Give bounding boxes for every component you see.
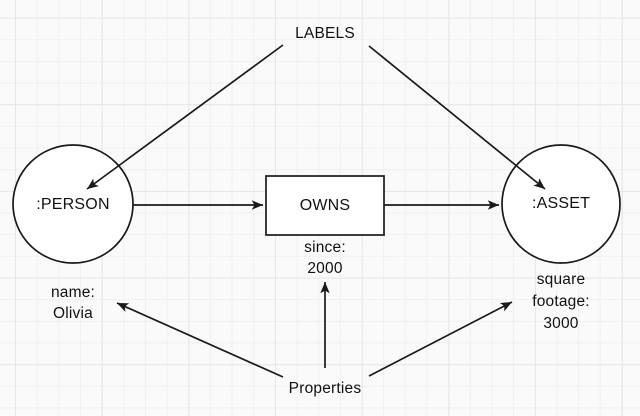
person-property-text: name: Olivia bbox=[51, 282, 95, 324]
owns-property-text: since: 2000 bbox=[304, 237, 346, 279]
asset-node-label: :ASSET bbox=[531, 195, 591, 212]
properties-to-footage-arrow bbox=[368, 301, 513, 377]
owns-relationship-box bbox=[265, 175, 385, 236]
properties-annotation: Properties bbox=[288, 380, 362, 397]
labels-to-asset-arrow bbox=[368, 45, 546, 190]
person-property-value: Olivia bbox=[53, 305, 93, 322]
labels-annotation: LABELS bbox=[295, 25, 355, 42]
person-node-circle bbox=[12, 144, 134, 264]
properties-to-name-arrow bbox=[116, 302, 284, 378]
labels-to-person-arrow bbox=[86, 44, 284, 190]
person-property-key: name: bbox=[50, 284, 96, 301]
asset-property-value: 3000 bbox=[543, 315, 579, 332]
person-node-label: :PERSON bbox=[36, 196, 110, 213]
owns-relationship-label: OWNS bbox=[299, 197, 351, 214]
asset-node-circle bbox=[501, 144, 621, 264]
owns-property-key: since: bbox=[304, 239, 346, 256]
asset-property-key-line2: footage: bbox=[532, 293, 590, 310]
asset-property-text: square footage: 3000 bbox=[532, 269, 590, 335]
asset-property-key-line1: square bbox=[536, 271, 586, 288]
owns-property-value: 2000 bbox=[307, 260, 343, 277]
